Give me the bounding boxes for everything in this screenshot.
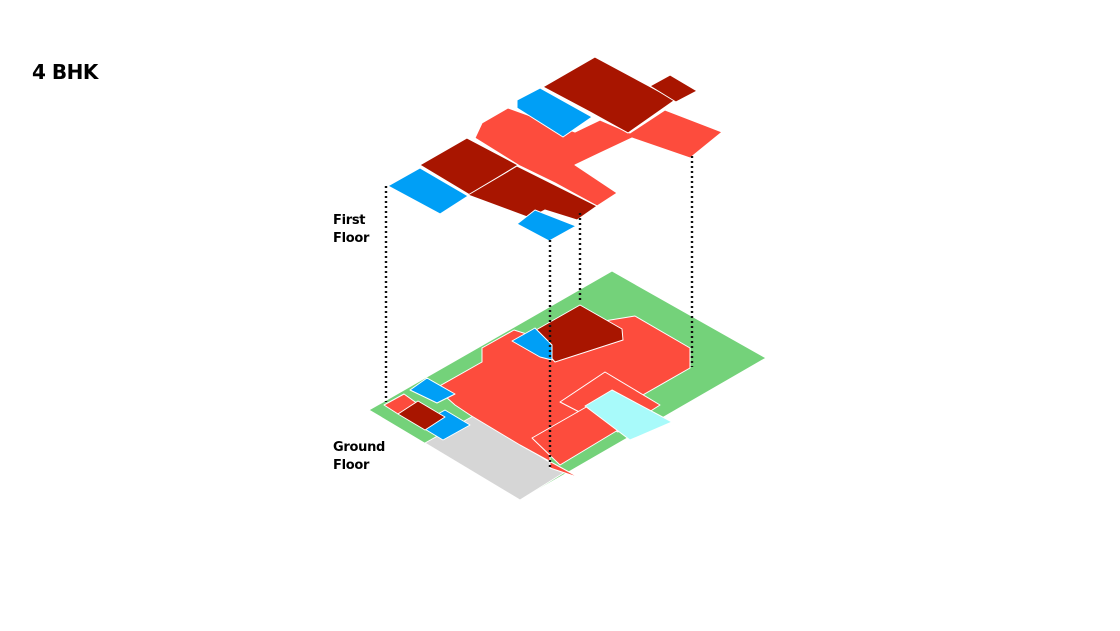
first-bathroom-top — [516, 87, 593, 138]
ground-bathroom-1 — [511, 327, 553, 361]
first-living-main — [474, 107, 723, 207]
first-floor-plan — [387, 56, 723, 242]
first-bedroom-top — [542, 56, 676, 134]
ground-floor-label: Ground Floor — [333, 439, 385, 475]
first-bedroom-small — [649, 74, 698, 103]
ground-pool — [584, 389, 673, 441]
ground-living-main — [435, 315, 691, 479]
first-floor-label-line2: Floor — [333, 231, 370, 246]
ground-bedroom-small — [397, 400, 446, 431]
ground-floor-label-line1: Ground — [333, 440, 386, 455]
first-bedroom-left — [419, 137, 519, 196]
ground-bathroom-2 — [409, 377, 456, 404]
ground-floor-label-line2: Floor — [333, 458, 370, 473]
vertical-connectors — [384, 156, 694, 470]
first-floor-label: First Floor — [333, 212, 369, 248]
ground-floor-plan — [368, 270, 767, 501]
page-title: 4 BHK — [32, 60, 98, 84]
first-bathroom-bottom — [516, 209, 577, 242]
first-floor-label-line1: First — [333, 213, 366, 228]
first-bathroom-left — [387, 167, 469, 215]
